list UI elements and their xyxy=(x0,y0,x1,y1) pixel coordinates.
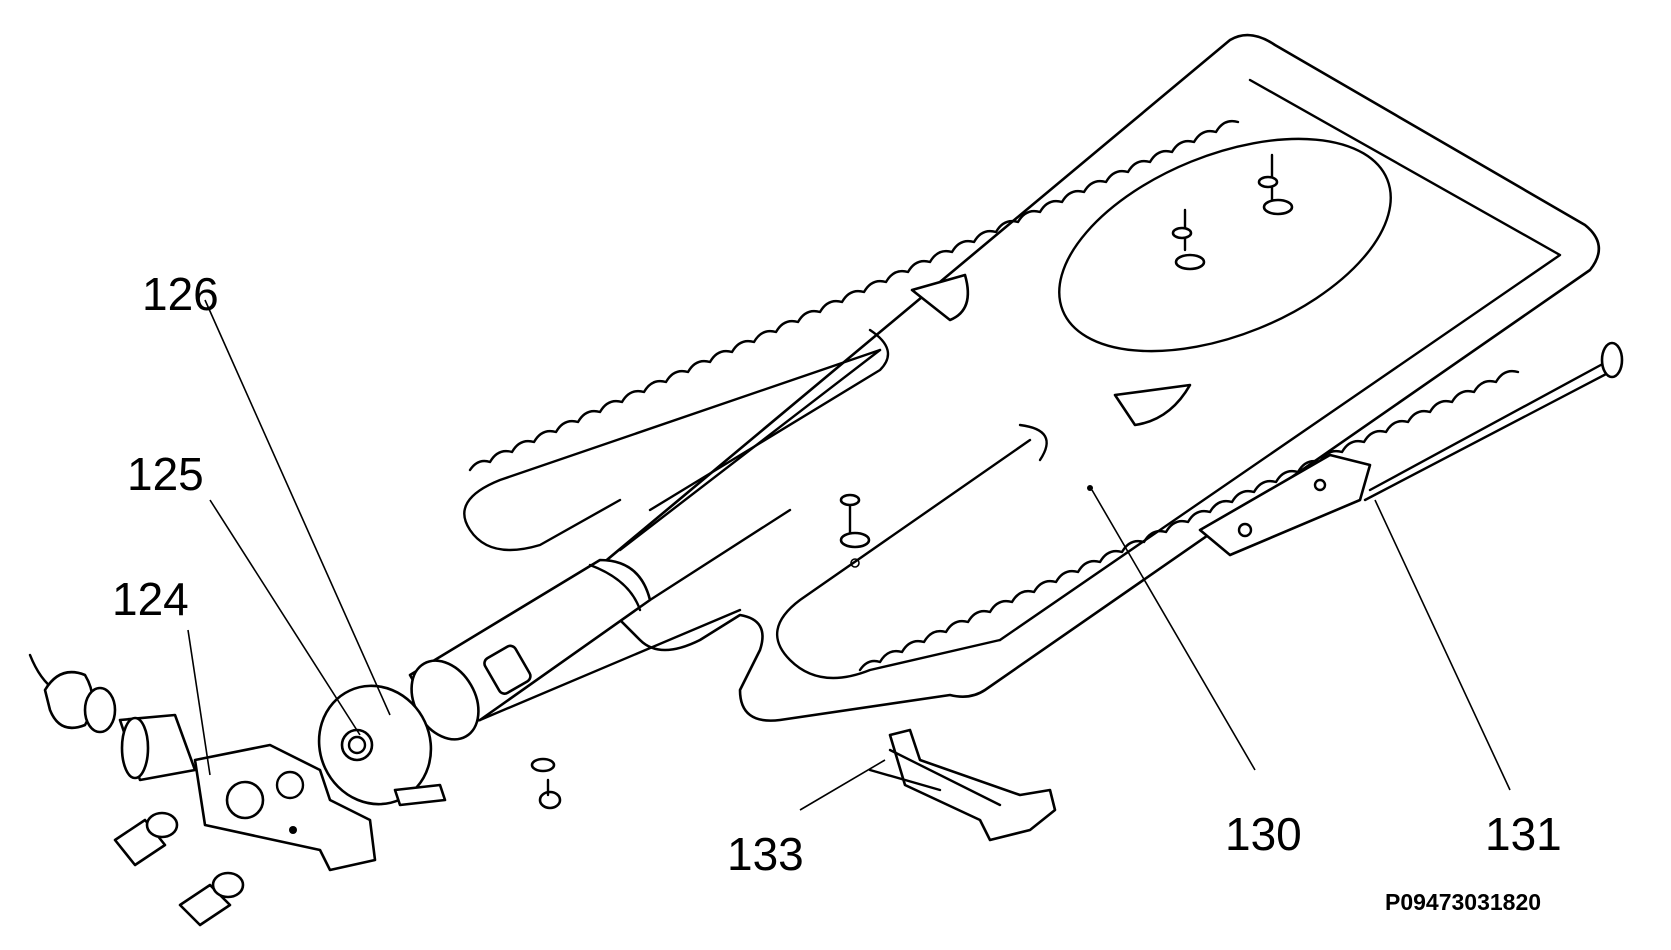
screw-icon xyxy=(530,757,562,810)
callout-125: 125 xyxy=(127,448,204,500)
screw-icon xyxy=(1257,153,1294,216)
leader-lines xyxy=(187,299,1511,811)
bolt-icon xyxy=(178,871,245,927)
burner-tray-part-130 xyxy=(443,33,1601,722)
gas-fitting xyxy=(28,653,197,782)
callout-131: 131 xyxy=(1485,808,1562,860)
screw-icon xyxy=(839,493,871,568)
callout-130: 130 xyxy=(1225,808,1302,860)
bolt-icon xyxy=(113,811,179,867)
rod-part-131 xyxy=(1198,341,1624,557)
part-code: P09473031820 xyxy=(1385,889,1541,915)
bracket-part-133 xyxy=(868,728,1057,842)
callout-124: 124 xyxy=(112,573,189,625)
callout-126: 126 xyxy=(142,268,219,320)
callout-133: 133 xyxy=(727,828,804,880)
screw-icon xyxy=(1171,208,1206,271)
bracket-part-124 xyxy=(193,743,377,872)
